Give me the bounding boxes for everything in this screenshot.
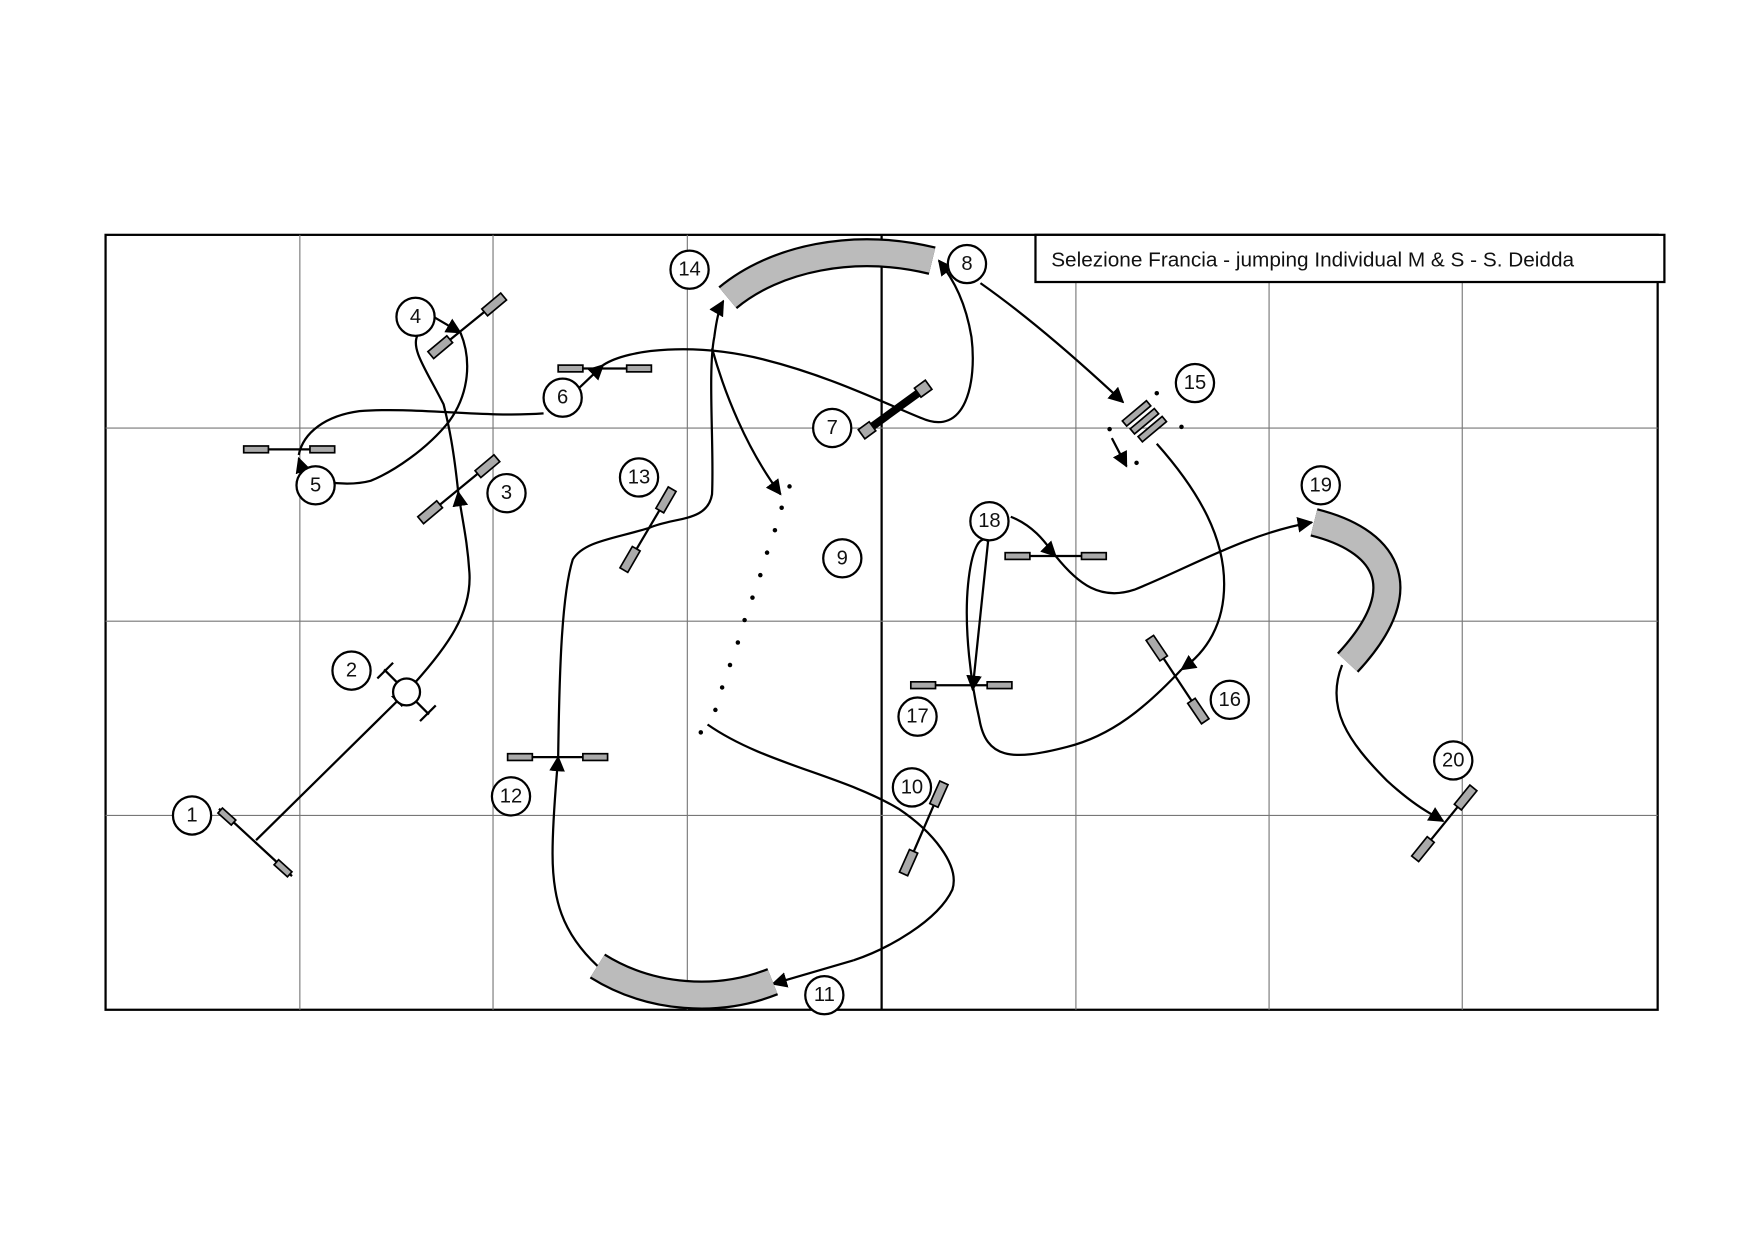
- jump-13: [618, 485, 678, 574]
- number-label: 20: [1442, 749, 1464, 771]
- number-marker: 10: [891, 767, 933, 808]
- number-label: 17: [906, 706, 928, 728]
- course-title: Selezione Francia - jumping Individual M…: [1051, 248, 1574, 271]
- jump-3: [416, 453, 501, 525]
- tunnel-11: [589, 953, 779, 1010]
- tunnel-19: [1310, 508, 1402, 673]
- jump-12: [506, 752, 609, 762]
- jump-1: [216, 806, 294, 878]
- seesaw-7: [857, 379, 934, 440]
- number-label: 14: [678, 259, 700, 281]
- jump-4: [426, 291, 508, 360]
- number-marker: 2: [331, 650, 372, 691]
- number-label: 9: [837, 547, 848, 569]
- jump-17: [909, 680, 1013, 690]
- number-label: 4: [410, 306, 421, 328]
- number-marker: 18: [969, 501, 1010, 542]
- jump-6: [557, 364, 653, 373]
- number-marker: 7: [811, 407, 853, 449]
- number-marker: 14: [669, 249, 710, 290]
- title-box: Selezione Francia - jumping Individual M…: [1034, 233, 1666, 284]
- number-label: 6: [557, 387, 568, 409]
- number-label: 1: [186, 804, 197, 826]
- number-marker: 11: [804, 974, 845, 1016]
- jump-16: [1144, 634, 1211, 725]
- number-marker: 20: [1433, 740, 1474, 781]
- number-marker: 16: [1209, 679, 1250, 721]
- obstacle-numbers: 1 2 3 4 5 6 7 8 9 10 11 12 13 14 15 16 1…: [171, 243, 1474, 1016]
- jump-10: [898, 779, 950, 877]
- number-label: 19: [1309, 474, 1331, 496]
- number-marker: 12: [490, 776, 532, 817]
- number-marker: 13: [618, 457, 660, 498]
- number-label: 18: [978, 510, 1000, 532]
- jump-5: [242, 445, 336, 454]
- jump-20: [1410, 783, 1479, 863]
- tunnel-8-14: [718, 238, 936, 310]
- jump-18: [1004, 551, 1108, 561]
- tire-2: [376, 661, 437, 722]
- number-marker: 1: [171, 795, 213, 836]
- number-marker: 9: [822, 538, 863, 579]
- weave-9: [698, 484, 792, 735]
- number-marker: 3: [486, 472, 527, 514]
- spread-jump-15: [1107, 390, 1184, 466]
- number-marker: 4: [395, 296, 436, 338]
- number-label: 10: [901, 776, 923, 798]
- number-marker: 15: [1174, 362, 1216, 404]
- number-label: 3: [501, 482, 512, 504]
- number-marker: 6: [542, 377, 583, 418]
- number-label: 7: [827, 417, 838, 439]
- number-marker: 8: [946, 243, 988, 285]
- number-label: 13: [628, 466, 650, 488]
- number-label: 12: [500, 785, 522, 807]
- number-label: 2: [346, 660, 357, 682]
- course-path: [255, 259, 1445, 988]
- number-marker: 17: [897, 696, 938, 737]
- number-label: 11: [814, 984, 835, 1006]
- number-marker: 5: [295, 465, 336, 506]
- number-label: 5: [310, 474, 321, 496]
- field-grid: [104, 233, 1659, 1011]
- number-label: 8: [961, 253, 972, 275]
- number-label: 16: [1219, 689, 1241, 711]
- number-marker: 19: [1300, 465, 1341, 506]
- number-label: 15: [1184, 372, 1206, 394]
